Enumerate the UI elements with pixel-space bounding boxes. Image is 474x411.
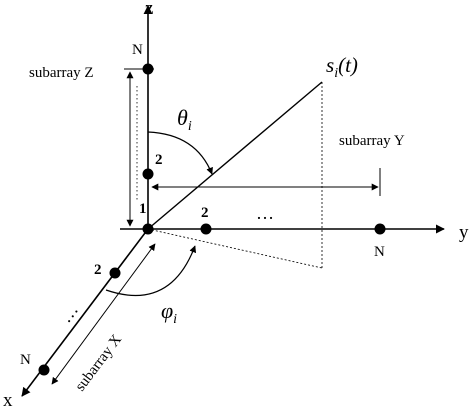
signal-ground-projection <box>147 228 323 269</box>
y-axis-label: y <box>459 222 469 243</box>
element-label-z-n: N <box>132 42 143 58</box>
theta-label: θi <box>177 105 192 134</box>
sensor-y-2 <box>200 223 212 235</box>
subarray-z-label: subarray Z <box>29 65 94 81</box>
subarray-x-label: subarray X <box>72 332 125 395</box>
element-label-y-2: 2 <box>201 205 209 221</box>
z-axis-label: z <box>145 0 153 19</box>
subarray-x-dimension <box>51 243 156 385</box>
sensor-y-n <box>374 223 386 235</box>
phi-label: φi <box>161 298 177 327</box>
element-label-x-2: 2 <box>94 262 102 278</box>
x-axis-label: x <box>3 390 13 411</box>
element-label-x-n: N <box>20 352 31 368</box>
element-label-z-2: 2 <box>155 152 163 168</box>
signal-label: si(t) <box>326 53 358 81</box>
element-label-y-n: N <box>374 244 385 260</box>
sensor-x-2 <box>109 267 121 279</box>
theta-arc <box>147 131 213 175</box>
element-label-origin: 1 <box>139 201 147 217</box>
sensor-z-2 <box>142 168 154 180</box>
sensor-origin <box>142 223 154 235</box>
signal-direction-line <box>147 81 323 230</box>
subarray-y-label: subarray Y <box>339 133 405 149</box>
sensor-z-n <box>142 63 154 75</box>
sensor-x-n <box>38 364 50 376</box>
element-label-y-dots: … <box>256 203 274 223</box>
